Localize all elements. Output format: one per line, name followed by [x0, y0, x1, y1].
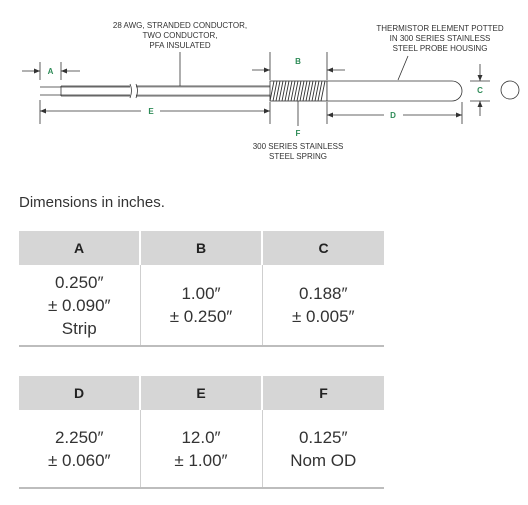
header-d: D — [19, 376, 141, 410]
cell-a: 0.250″ ± 0.090″ Strip — [19, 265, 141, 347]
conductor-label-line1: 28 AWG, STRANDED CONDUCTOR, — [113, 21, 247, 30]
table-row: 0.250″ ± 0.090″ Strip 1.00″ ± 0.250″ 0.1… — [19, 265, 384, 347]
tolerance: ± 1.00″ — [174, 450, 228, 470]
table-header-row: A B C — [19, 231, 384, 265]
tolerance: ± 0.005″ — [291, 307, 355, 326]
dimensions-table-def: D E F 2.250″ ± 0.060″ 12.0″ ± 1.00″ 0.12… — [19, 376, 384, 489]
conductor-label-line3: PFA INSULATED — [149, 41, 210, 50]
dim-c-letter: C — [477, 86, 483, 95]
dimensions-table-abc: A B C 0.250″ ± 0.090″ Strip 1.00″ ± 0.25… — [19, 231, 384, 347]
value: 0.250″ — [54, 272, 104, 292]
header-b: B — [140, 231, 263, 265]
tolerance: ± 0.060″ — [47, 450, 111, 470]
tolerance: Nom OD — [290, 450, 357, 470]
value: 1.00″ — [181, 284, 221, 303]
header-f: F — [262, 376, 384, 410]
dim-f-letter: F — [296, 129, 301, 138]
header-a: A — [19, 231, 141, 265]
probe-end-view — [500, 80, 520, 100]
cell-c: 0.188″ ± 0.005″ — [262, 265, 384, 347]
spring-label-line1: 300 SERIES STAINLESS — [253, 142, 344, 151]
thermistor-label-line3: STEEL PROBE HOUSING — [393, 44, 488, 53]
value: 0.125″ — [298, 427, 348, 447]
value: 2.250″ — [54, 427, 104, 447]
header-c: C — [262, 231, 384, 265]
break-mark — [129, 83, 138, 99]
dim-e-letter: E — [148, 107, 154, 116]
value: 12.0″ — [181, 427, 221, 447]
tolerance: ± 0.090″ — [47, 295, 111, 315]
note: Strip — [61, 318, 97, 338]
cell-e: 12.0″ ± 1.00″ — [140, 410, 263, 489]
cell-d: 2.250″ ± 0.060″ — [19, 410, 141, 489]
conductor-label-line2: TWO CONDUCTOR, — [143, 31, 218, 40]
thermistor-leader — [397, 55, 409, 81]
spring-label-line2: STEEL SPRING — [269, 152, 327, 161]
thermistor-label-line1: THERMISTOR ELEMENT POTTED — [376, 24, 503, 33]
thermistor-label-line2: IN 300 SERIES STAINLESS — [390, 34, 491, 43]
dim-d-letter: D — [390, 111, 396, 120]
probe-dimension-diagram: 28 AWG, STRANDED CONDUCTOR, TWO CONDUCTO… — [22, 21, 520, 161]
cell-f: 0.125″ Nom OD — [262, 410, 384, 489]
tolerance: ± 0.250″ — [169, 307, 233, 326]
dim-b-letter: B — [295, 57, 301, 66]
units-note: Dimensions in inches. — [19, 194, 165, 211]
table-header-row: D E F — [19, 376, 384, 410]
probe-housing — [326, 80, 463, 102]
cell-b: 1.00″ ± 0.250″ — [140, 265, 263, 347]
dim-a-letter: A — [48, 67, 54, 76]
value: 0.188″ — [298, 284, 348, 303]
table-row: 2.250″ ± 0.060″ 12.0″ ± 1.00″ 0.125″ Nom… — [19, 410, 384, 489]
header-e: E — [140, 376, 263, 410]
